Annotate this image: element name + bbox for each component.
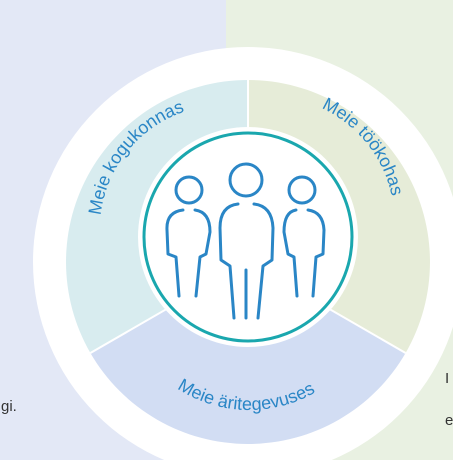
right-edge-text-1: I [445, 370, 450, 387]
segment-business [90, 262, 406, 444]
right-edge-text-2: e [445, 412, 453, 429]
people-group-icon [165, 162, 326, 320]
left-edge-text: gi. [1, 398, 17, 415]
